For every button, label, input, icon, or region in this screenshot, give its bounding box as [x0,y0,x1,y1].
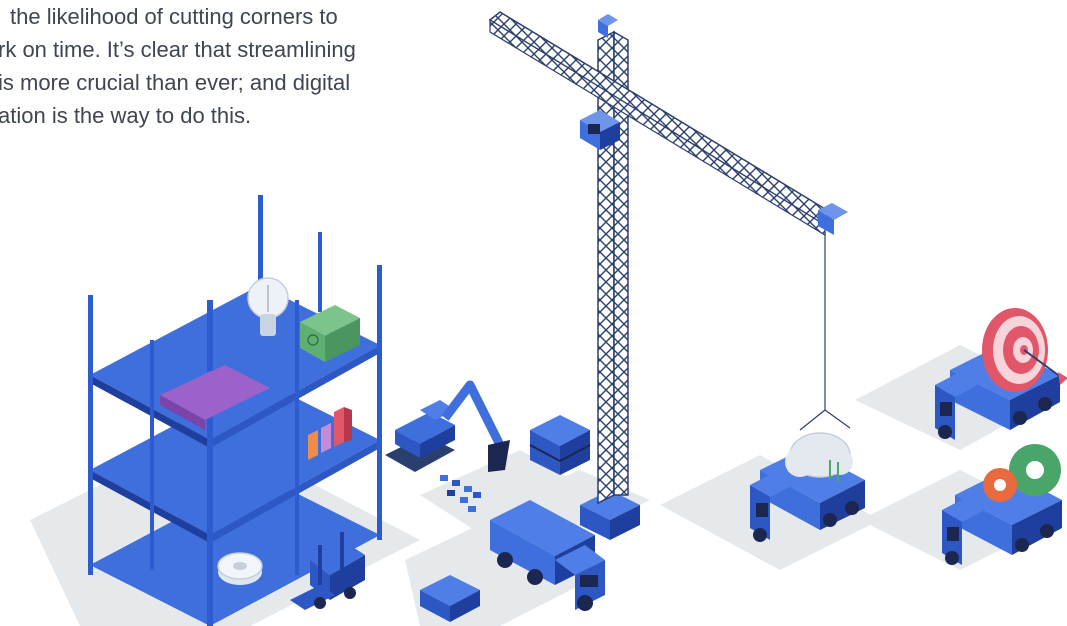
puzzle-piece-icon [160,365,270,430]
intro-line-2: rk on time. It’s clear that streamlining [0,37,356,62]
lightbulb-icon [247,277,289,336]
stacked-slabs-front [420,575,480,622]
money-bill-icon [300,305,360,362]
cloud-upload-icon [785,432,853,482]
excavator [385,380,510,472]
gears-icon [983,444,1061,502]
target-truck [935,345,1060,440]
intro-line-4: ation is the way to do this. [0,103,252,128]
tower-crane [488,11,851,505]
stacked-slabs [529,415,591,475]
target-icon [982,308,1067,392]
stacked-slabs-crane-base [580,490,640,540]
forklift [290,532,365,610]
intro-line-3: is more crucial than ever; and digital [0,70,351,95]
gear-icon [217,552,263,585]
scattered-blocks [440,475,481,512]
intro-line-1: the likelihood of cutting corners to [10,4,338,29]
bar-chart-icon [308,407,352,460]
dump-truck [490,500,605,611]
